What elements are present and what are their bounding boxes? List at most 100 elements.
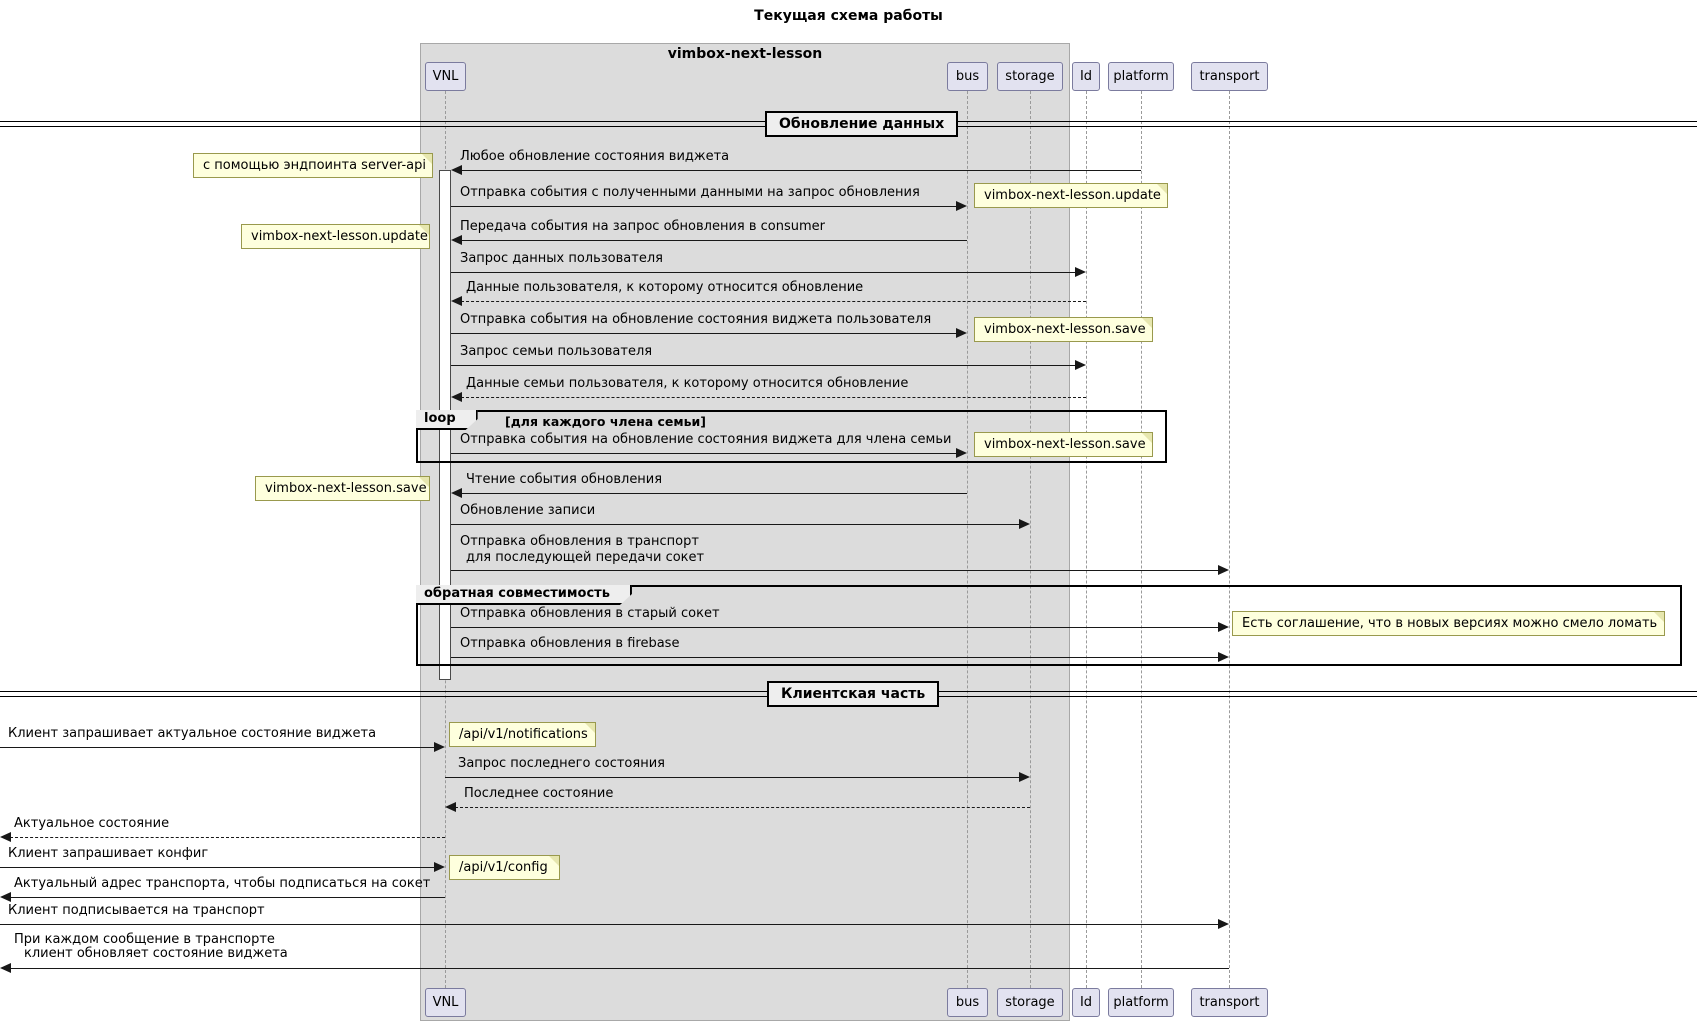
- participant-transport-bottom: transport: [1191, 988, 1268, 1017]
- note: vimbox-next-lesson.save: [974, 432, 1153, 457]
- participant-label: platform: [1113, 69, 1169, 84]
- participant-label: storage: [1005, 69, 1055, 84]
- arrowhead: [0, 963, 11, 973]
- participant-storage-top: storage: [997, 62, 1063, 91]
- arrowhead: [1019, 772, 1030, 782]
- arrow-line: [461, 397, 1086, 398]
- note: Есть соглашение, что в новых версиях мож…: [1232, 611, 1665, 636]
- message-label: Отправка события с полученными данными н…: [460, 185, 920, 200]
- arrowhead: [1218, 652, 1229, 662]
- arrow-line: [451, 333, 957, 334]
- participant-id-top: Id: [1072, 62, 1100, 91]
- message-label: Запрос семьи пользователя: [460, 344, 653, 359]
- participant-platform-top: platform: [1108, 62, 1174, 91]
- loop-frame: [416, 410, 1167, 463]
- participant-vnl-bottom: VNL: [425, 988, 466, 1017]
- message-label: Данные пользователя, к которому относитс…: [466, 280, 864, 295]
- message-label: Любое обновление состояния виджета: [460, 149, 730, 164]
- arrowhead: [451, 165, 462, 175]
- arrowhead: [0, 892, 11, 902]
- participant-transport-top: transport: [1191, 62, 1268, 91]
- participant-bus-bottom: bus: [947, 988, 988, 1017]
- participant-label: Id: [1079, 995, 1093, 1010]
- note: /api/v1/config: [449, 855, 560, 880]
- arrowhead: [451, 488, 462, 498]
- arrowhead: [451, 392, 462, 402]
- message-label: Отправка обновления в старый сокет: [460, 606, 720, 621]
- arrowhead: [451, 296, 462, 306]
- message-label: Клиент подписывается на транспорт: [8, 903, 265, 918]
- lifeline-platform: [1141, 91, 1142, 988]
- arrow-line: [461, 170, 1141, 171]
- note: vimbox-next-lesson.save: [255, 476, 430, 501]
- arrowhead: [451, 235, 462, 245]
- lifeline-id: [1086, 91, 1087, 988]
- message-label: Отправка события на обновление состояния…: [460, 432, 952, 447]
- arrow-line: [0, 747, 435, 748]
- participant-label: bus: [955, 69, 980, 84]
- participant-label: VNL: [432, 69, 459, 84]
- message-label: Отправка события на обновление состояния…: [460, 312, 932, 327]
- group-frame-label: обратная совместимость: [416, 585, 632, 605]
- note: vimbox-next-lesson.update: [241, 224, 430, 249]
- note: vimbox-next-lesson.update: [974, 183, 1168, 208]
- arrowhead: [956, 328, 967, 338]
- message-label: Последнее состояние: [464, 786, 614, 801]
- lifeline-transport: [1229, 91, 1230, 988]
- lifeline-bus: [967, 91, 968, 988]
- arrowhead: [956, 448, 967, 458]
- arrowhead: [434, 862, 445, 872]
- message-label: При каждом сообщение в транспорте: [14, 932, 275, 947]
- arrow-line: [451, 206, 957, 207]
- message-label: Актуальный адрес транспорта, чтобы подпи…: [14, 876, 431, 891]
- system-box-label: vimbox-next-lesson: [667, 46, 823, 62]
- arrow-line: [451, 570, 1219, 571]
- message-label: Запрос данных пользователя: [460, 251, 663, 266]
- participant-vnl-top: VNL: [425, 62, 466, 91]
- arrowhead: [1075, 360, 1086, 370]
- participant-label: bus: [955, 995, 980, 1010]
- arrowhead: [1218, 919, 1229, 929]
- arrowhead: [0, 832, 11, 842]
- divider-label-update: Обновление данных: [765, 111, 959, 137]
- arrow-line: [10, 968, 1229, 969]
- arrow-line: [461, 493, 967, 494]
- arrowhead: [956, 201, 967, 211]
- arrow-line: [455, 807, 1030, 808]
- arrow-line: [451, 365, 1076, 366]
- arrow-line: [10, 897, 445, 898]
- note: /api/v1/notifications: [449, 722, 596, 747]
- loop-frame-label: loop: [416, 410, 478, 430]
- arrowhead: [1075, 267, 1086, 277]
- arrow-line: [451, 272, 1076, 273]
- arrow-line: [0, 924, 1219, 925]
- participant-storage-bottom: storage: [997, 988, 1063, 1017]
- arrowhead: [1218, 565, 1229, 575]
- arrow-line: [461, 240, 967, 241]
- message-label: Данные семьи пользователя, к которому от…: [466, 376, 909, 391]
- participant-id-bottom: Id: [1072, 988, 1100, 1017]
- arrowhead: [1218, 622, 1229, 632]
- arrow-line: [461, 301, 1086, 302]
- participant-label: VNL: [432, 995, 459, 1010]
- participant-platform-bottom: platform: [1108, 988, 1174, 1017]
- message-label: Передача события на запрос обновления в …: [460, 219, 826, 234]
- message-label: для последующей передачи сокет: [466, 550, 705, 565]
- message-label: Актуальное состояние: [14, 816, 170, 831]
- message-label: Чтение события обновления: [466, 472, 663, 487]
- arrow-line: [451, 627, 1219, 628]
- group-frame-back-compat: [416, 585, 1682, 666]
- loop-frame-condition: [для каждого члена семьи]: [505, 414, 706, 429]
- message-label: Клиент запрашивает актуальное состояние …: [8, 726, 377, 741]
- participant-label: Id: [1079, 69, 1093, 84]
- note: с помощью эндпоинта server-api: [193, 153, 433, 178]
- arrow-line: [451, 657, 1219, 658]
- arrowhead: [434, 742, 445, 752]
- diagram-title: Текущая схема работы: [754, 8, 943, 24]
- arrowhead: [1019, 519, 1030, 529]
- message-label: Обновление записи: [460, 503, 596, 518]
- participant-label: storage: [1005, 995, 1055, 1010]
- participant-label: platform: [1113, 995, 1169, 1010]
- message-label: Отправка обновления в транспорт: [460, 534, 699, 549]
